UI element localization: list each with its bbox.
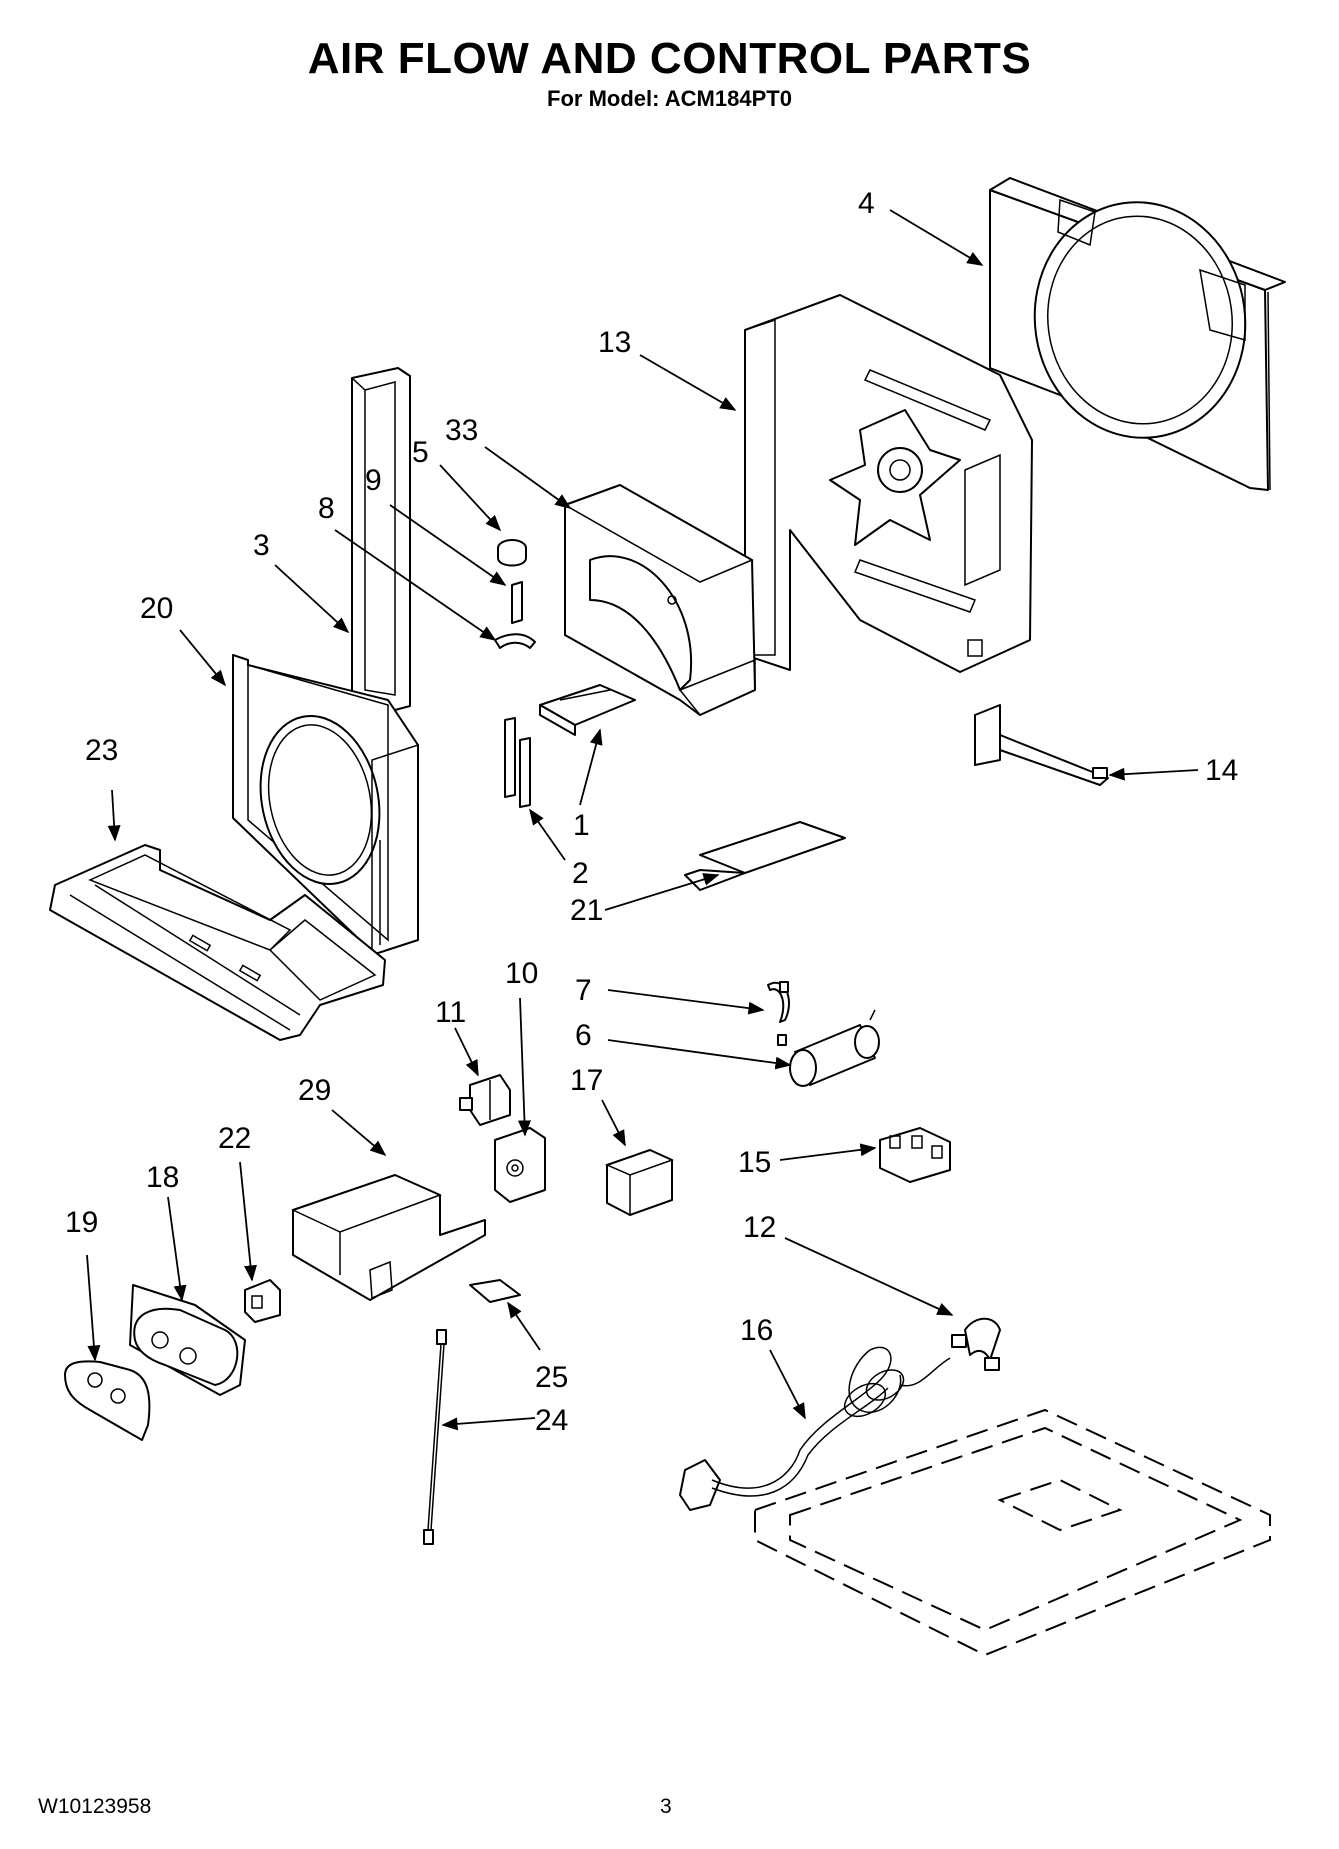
part-18-control-panel xyxy=(129,1284,246,1396)
callout-13: 13 xyxy=(598,326,631,359)
part-10-thermostat xyxy=(494,1127,546,1203)
part-4-fan-shroud xyxy=(989,177,1286,491)
callout-22: 22 xyxy=(218,1122,251,1155)
callout-12: 12 xyxy=(743,1211,776,1244)
document-number: W10123958 xyxy=(38,1795,152,1818)
part-21-deflector xyxy=(684,821,846,891)
page-number: 3 xyxy=(660,1795,672,1818)
part-33-blower-housing xyxy=(563,484,756,716)
part-1-drip-channel xyxy=(539,684,636,736)
callout-14: 14 xyxy=(1205,754,1238,787)
callout-33: 33 xyxy=(445,414,478,447)
part-12-cord-clamp xyxy=(951,1317,1001,1371)
callout-9: 9 xyxy=(365,464,382,497)
callout-10: 10 xyxy=(505,957,538,990)
callout-6: 6 xyxy=(575,1019,592,1052)
callout-labels: 4 13 33 5 9 8 3 20 23 14 1 2 21 10 7 11 … xyxy=(65,187,1238,1437)
callout-24: 24 xyxy=(535,1404,568,1437)
part-19-knob-plate xyxy=(64,1360,151,1441)
callout-19: 19 xyxy=(65,1206,98,1239)
callout-17: 17 xyxy=(570,1064,603,1097)
callout-21: 21 xyxy=(570,894,603,927)
callout-25: 25 xyxy=(535,1361,568,1394)
callout-1: 1 xyxy=(573,809,590,842)
part-3-channel-bracket xyxy=(351,367,411,711)
part-24-wire-harness xyxy=(423,1329,447,1545)
callout-23: 23 xyxy=(85,734,118,767)
part-2-seal-strips xyxy=(504,717,531,808)
model-subtitle: For Model: ACM184PT0 xyxy=(547,86,792,111)
part-7-capacitor-strap xyxy=(767,981,790,1046)
part-22-selector-switch xyxy=(244,1279,281,1323)
part-14-sensor-bracket xyxy=(974,704,1109,786)
part-17-relay xyxy=(604,1149,674,1216)
page-title: AIR FLOW AND CONTROL PARTS xyxy=(307,34,1032,83)
callout-3: 3 xyxy=(253,529,270,562)
leader-arrows xyxy=(86,209,1199,1431)
part-29-control-box xyxy=(291,1174,486,1301)
part-25-label xyxy=(469,1279,521,1303)
callout-4: 4 xyxy=(858,187,875,220)
part-11-rotary-switch xyxy=(459,1074,511,1126)
callout-29: 29 xyxy=(298,1074,331,1107)
part-13-motor-bulkhead xyxy=(744,294,1033,673)
part-15-terminal-block xyxy=(879,1127,951,1183)
callout-20: 20 xyxy=(140,592,173,625)
part-5-cap xyxy=(497,539,527,567)
part-23-base-pan xyxy=(49,844,386,1041)
callout-5: 5 xyxy=(412,436,429,469)
callout-2: 2 xyxy=(572,857,589,890)
part-20-partition-panel xyxy=(232,654,419,957)
part-9-bracket xyxy=(511,581,523,624)
part-6-capacitor xyxy=(789,1009,880,1087)
callout-18: 18 xyxy=(146,1161,179,1194)
callout-15: 15 xyxy=(738,1146,771,1179)
part-16-power-cord xyxy=(679,1346,951,1511)
part-8-clip xyxy=(494,633,536,649)
callout-16: 16 xyxy=(740,1314,773,1347)
dashed-base-outline xyxy=(754,1408,1271,1657)
callout-11: 11 xyxy=(435,996,466,1029)
callout-8: 8 xyxy=(318,492,335,525)
callout-7: 7 xyxy=(575,974,592,1007)
